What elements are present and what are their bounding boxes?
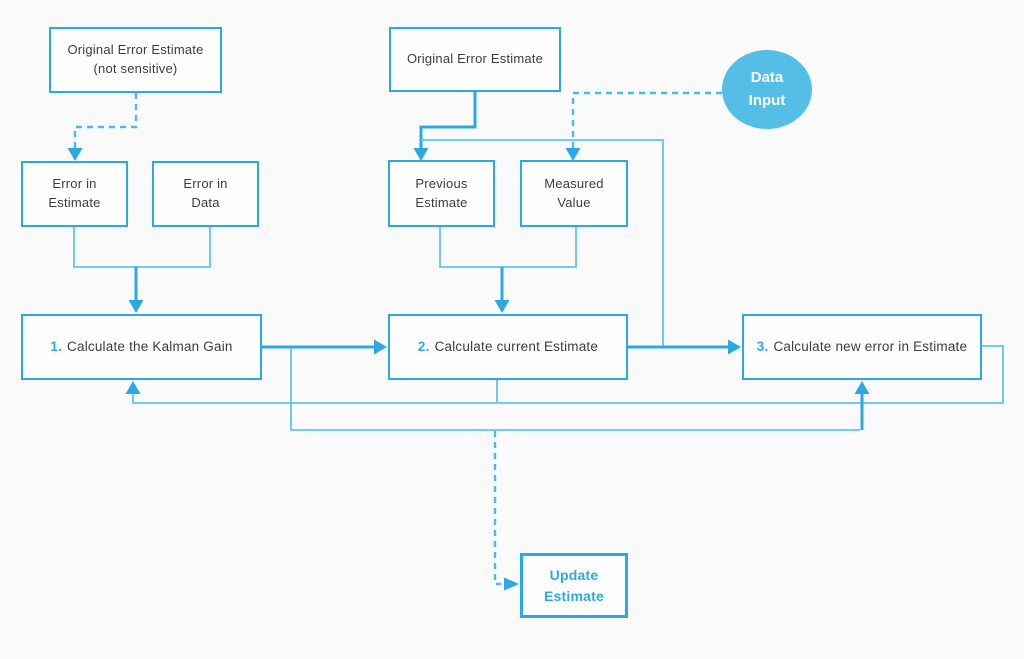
node-label: Error in Estimate — [48, 176, 101, 210]
node-update-estimate: Update Estimate — [520, 553, 628, 618]
node-label: Original Error Estimate (not sensitive) — [67, 42, 204, 76]
node-label: Error in Data — [183, 176, 228, 210]
merge-estimate-boxes — [439, 227, 577, 268]
node-label: Measured Value — [544, 175, 604, 210]
merge-error-boxes — [73, 227, 211, 268]
arrowhead-into-step1-top — [128, 300, 144, 313]
connector-original-left-to-error-in-estimate — [73, 93, 138, 149]
node-label: Calculate new error in Estimate — [773, 339, 968, 355]
connector-branch-to-step3-line — [421, 139, 664, 346]
arrowhead-into-step3-left — [728, 339, 741, 355]
node-error-in-estimate: Error in Estimate — [21, 161, 128, 227]
connector-to-update-estimate — [493, 431, 501, 586]
node-data-input-circle: Data Input — [722, 50, 812, 129]
node-measured-value: Measured Value — [520, 160, 628, 227]
step-number: 1. — [50, 339, 63, 355]
arrowhead-into-error-in-estimate — [67, 148, 83, 161]
arrowhead-into-previous-estimate — [413, 148, 429, 161]
node-error-in-data: Error in Data — [152, 161, 259, 227]
connector-step3-return-to-step1 — [132, 345, 1004, 404]
arrowhead-into-step1-bottom — [125, 381, 141, 394]
node-label: Calculate the Kalman Gain — [67, 339, 233, 355]
arrowhead-into-step3-bottom — [854, 381, 870, 394]
arrowhead-into-update-estimate — [504, 577, 519, 591]
node-original-error-estimate-mid: Original Error Estimate — [389, 27, 561, 92]
node-label: Original Error Estimate — [406, 51, 544, 67]
node-label: Update Estimate — [544, 567, 604, 604]
node-label: Previous Estimate — [415, 175, 468, 210]
connector-original-mid-to-previous-estimate — [419, 92, 477, 149]
arrowhead-into-step2-left — [374, 339, 387, 355]
node-step2-calculate-current-estimate: 2.Calculate current Estimate — [388, 314, 628, 380]
node-previous-estimate: Previous Estimate — [388, 160, 495, 227]
node-step1-calculate-kalman-gain: 1.Calculate the Kalman Gain — [21, 314, 262, 380]
node-original-error-estimate-left: Original Error Estimate (not sensitive) — [49, 27, 222, 93]
arrowhead-into-measured-value — [565, 148, 581, 161]
step-number: 3. — [756, 339, 769, 355]
arrowhead-into-step2-top — [494, 300, 510, 313]
connector-data-input-to-measured-value — [571, 91, 722, 149]
connector-gain-to-step3-bottom — [290, 348, 860, 431]
node-label: Calculate current Estimate — [434, 339, 599, 355]
node-label: Data Input — [748, 69, 786, 109]
node-step3-calculate-new-error: 3.Calculate new error in Estimate — [742, 314, 982, 380]
step-number: 2. — [417, 339, 430, 355]
